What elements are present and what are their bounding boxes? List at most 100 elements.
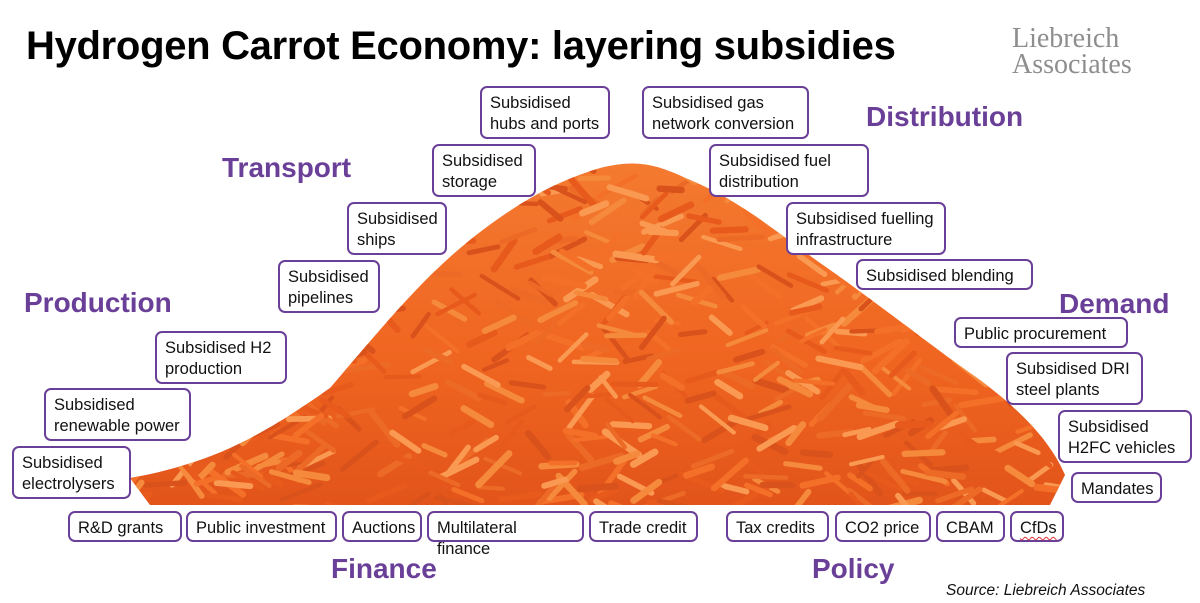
carrot-stick [646, 499, 691, 505]
carrot-stick [917, 163, 940, 183]
carrot-stick [192, 426, 228, 434]
box-subsidised-ships: Subsidised ships [347, 202, 447, 255]
carrot-stick [546, 206, 584, 224]
box-subsidised-blending: Subsidised blending [856, 259, 1033, 290]
carrot-stick [199, 426, 247, 440]
carrot-stick [613, 450, 641, 465]
carrot-stick [934, 386, 979, 396]
carrot-stick [421, 443, 448, 458]
box-cfds: CfDs [1010, 511, 1064, 542]
carrot-stick [173, 203, 210, 227]
carrot-stick [537, 300, 579, 323]
carrot-stick [792, 378, 836, 386]
carrot-stick [847, 472, 873, 492]
carrot-stick [202, 303, 230, 330]
carrot-stick [646, 348, 681, 362]
carrot-stick [213, 479, 254, 490]
carrot-stick [508, 380, 547, 390]
box-public-procurement: Public procurement [954, 317, 1128, 348]
carrot-stick [250, 451, 285, 474]
box-subsidised-pipelines: Subsidised pipelines [278, 260, 380, 313]
carrot-stick [929, 385, 955, 418]
carrot-stick [919, 365, 959, 386]
carrot-stick [588, 486, 619, 503]
carrot-stick [746, 404, 792, 422]
carrot-stick [151, 224, 191, 243]
carrot-stick [202, 273, 226, 294]
box-subsidised-electrolysers: Subsidised electrolysers [12, 446, 131, 499]
carrot-stick [566, 393, 596, 430]
carrot-stick [190, 186, 213, 211]
carrot-stick [550, 249, 594, 275]
carrot-stick [506, 200, 539, 207]
carrot-stick [901, 449, 946, 458]
carrot-stick [546, 468, 578, 502]
carrot-stick [1034, 192, 1065, 199]
carrot-stick [442, 205, 472, 239]
carrot-stick [785, 421, 807, 447]
carrot-stick [895, 166, 936, 187]
carrot-stick [135, 205, 163, 232]
carrot-stick [303, 428, 337, 453]
carrot-stick [475, 450, 513, 489]
carrot-stick [656, 498, 689, 505]
carrot-stick [248, 400, 281, 425]
carrot-stick [1042, 167, 1065, 175]
carrot-stick [224, 422, 265, 440]
carrot-stick [569, 163, 597, 174]
carrot-stick [385, 259, 423, 269]
box-public-investment: Public investment [186, 511, 337, 542]
carrot-stick [136, 174, 157, 197]
carrot-stick [632, 267, 658, 300]
carrot-stick [881, 367, 912, 391]
carrot-stick [650, 433, 678, 447]
source-note: Source: Liebreich Associates [946, 582, 1146, 599]
carrot-stick [733, 348, 766, 363]
carrot-stick [742, 207, 773, 237]
carrot-stick [279, 482, 323, 502]
box-subsidised-fuel-distribution: Subsidised fuel distribution [709, 144, 869, 197]
carrot-stick [556, 302, 586, 327]
carrot-stick [332, 183, 362, 194]
carrot-stick [292, 469, 331, 482]
carrot-stick [303, 328, 350, 343]
carrot-stick [891, 358, 923, 397]
carrot-stick [710, 457, 749, 492]
carrot-stick [751, 245, 772, 271]
carrot-stick [271, 401, 301, 420]
carrot-stick [963, 163, 997, 187]
carrot-stick [174, 170, 204, 194]
carrot-stick [586, 370, 611, 393]
carrot-stick [1043, 163, 1065, 172]
carrot-stick [177, 307, 218, 322]
carrot-stick [451, 487, 485, 504]
carrot-stick [268, 183, 298, 204]
carrot-stick [540, 274, 588, 290]
carrot-stick [302, 191, 331, 225]
carrot-stick [408, 382, 439, 398]
carrot-stick [130, 437, 177, 448]
carrot-stick [477, 392, 508, 406]
carrot-stick [958, 395, 1006, 409]
carrot-stick [285, 197, 305, 223]
carrot-stick [212, 234, 238, 256]
carrot-stick [638, 315, 667, 351]
carrot-stick [953, 294, 994, 305]
carrot-stick [244, 265, 269, 295]
carrot-stick [465, 329, 498, 349]
carrot-stick [193, 474, 222, 487]
carrot-stick [961, 215, 1005, 243]
carrot-stick [910, 163, 944, 196]
carrot-stick [342, 361, 392, 374]
category-production: Production [24, 287, 172, 318]
carrot-stick [196, 225, 226, 243]
carrot-stick [288, 365, 323, 386]
carrot-stick [524, 430, 552, 461]
carrot-stick [714, 378, 744, 400]
carrot-stick [130, 230, 165, 245]
carrot-stick [577, 482, 619, 493]
carrot-stick [752, 377, 791, 395]
carrot-stick [239, 463, 272, 489]
carrot-stick [537, 199, 564, 222]
box-subsidised-dri-steel-plants: Subsidised DRI steel plants [1006, 352, 1143, 405]
